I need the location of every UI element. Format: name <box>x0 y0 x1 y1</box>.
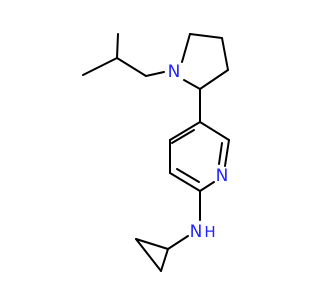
bond-c2-n <box>183 79 201 90</box>
bond-methyl-left <box>82 57 118 76</box>
bond-cp-a-c <box>160 248 169 272</box>
molecule-structure: N N N H <box>82 33 230 272</box>
bond-c5-c4-ring-inner <box>171 129 195 144</box>
bond-c2-n1-ring <box>199 181 215 192</box>
bond-n-c5 <box>181 33 191 63</box>
bond-cp-a-b <box>135 238 169 250</box>
bond-c5-c4-ring <box>169 121 201 141</box>
bond-c3-c2 <box>199 69 229 90</box>
bond-n1-c6-ring <box>224 139 230 167</box>
atom-labels: N N N H <box>168 62 229 242</box>
bond-ch-ch2 <box>116 57 147 77</box>
bond-methyl-top <box>116 33 119 59</box>
bonds <box>82 33 230 272</box>
amine-nitrogen-label: N <box>190 222 203 242</box>
bond-c6-c5-ring <box>199 121 230 141</box>
pyridine-nitrogen-label: N <box>216 166 229 186</box>
bond-c4-c3 <box>221 37 229 71</box>
bond-n1-c6-ring-inner <box>218 142 223 165</box>
bond-c3-c2-ring-inner <box>176 168 200 183</box>
bond-c5-c4 <box>189 33 223 39</box>
bond-cp-b-c <box>135 238 162 272</box>
bond-c3-c2-ring <box>169 172 201 192</box>
pyrrolidine-nitrogen-label: N <box>168 62 181 82</box>
amine-hydrogen-label: H <box>204 223 215 241</box>
bond-ch2-n <box>145 71 165 77</box>
bond-nh-cyclopropyl <box>167 235 189 250</box>
